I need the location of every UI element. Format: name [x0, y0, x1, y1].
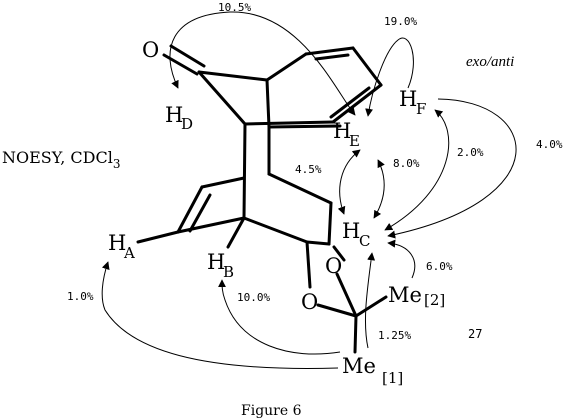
- hf-subscript: F: [416, 100, 426, 118]
- hb-h: H: [207, 250, 225, 274]
- arrow-d-to-e: [169, 11, 356, 116]
- arrow-me2-to-c: [387, 239, 416, 279]
- arrow-f-to-c-a: [384, 109, 450, 231]
- arrow-me1-to-c: [364, 252, 376, 349]
- noe-me1-to-a: 1.0%: [67, 290, 94, 303]
- arrow-e-to-c-right: [373, 159, 385, 219]
- label-he: H E: [333, 119, 360, 150]
- label-hf: H F: [399, 87, 426, 118]
- ha-h: H: [108, 231, 126, 255]
- hf-h: H: [399, 87, 417, 111]
- solvent-text: NOESY, CDCl: [2, 148, 113, 167]
- molecule-bonds: [136, 44, 388, 354]
- noe-f-to-c-a: 2.0%: [457, 146, 484, 159]
- label-hc: H C: [342, 219, 370, 250]
- arrow-me1-to-a: [101, 261, 339, 369]
- noe-arrows: [101, 11, 517, 369]
- bond-acetal-me1: [353, 314, 358, 354]
- arrow-f-to-c-b: [387, 98, 517, 239]
- bond-diene-c-double: [329, 86, 371, 119]
- bond-to-ha: [136, 230, 180, 244]
- carbonyl-bond-2: [169, 44, 206, 68]
- me2-tag: [2]: [424, 291, 445, 309]
- stereo-label: exo/anti: [466, 54, 514, 70]
- label-hb: H B: [207, 250, 234, 281]
- bond-to-hb: [226, 216, 246, 249]
- bond-ha-carbon: [176, 216, 246, 234]
- bond-o-acetal: [335, 272, 358, 318]
- bond-c-o-bridge: [197, 70, 269, 82]
- bond-bridge-down: [265, 78, 271, 129]
- hb-subscript: B: [223, 263, 234, 281]
- bond-lower-bottom: [242, 216, 309, 244]
- bond-acetal-me2: [354, 295, 388, 318]
- bond-to-hc: [267, 172, 333, 205]
- figure-caption: Figure 6: [241, 403, 302, 419]
- noe-me2-to-c: 6.0%: [426, 260, 453, 273]
- he-h: H: [333, 119, 351, 143]
- hc-h: H: [342, 219, 360, 243]
- noe-d-to-e: 10.5%: [218, 1, 251, 14]
- bond-hc-o-upper: [332, 245, 346, 262]
- bond-alkene-outer: [176, 185, 204, 234]
- noe-me1-to-c: 1.25%: [378, 329, 411, 342]
- bond-vertical-left: [242, 122, 247, 220]
- arrow-e-to-c-left: [337, 149, 361, 215]
- bond-diene-a: [304, 46, 355, 56]
- ring-oxygen-lower: O: [301, 290, 318, 314]
- bond-hc-down: [327, 201, 333, 246]
- me1-text: Me: [342, 354, 376, 378]
- bond-lower-join: [305, 240, 331, 246]
- bond-lower-top: [200, 176, 246, 189]
- label-ha: H A: [108, 231, 135, 262]
- noe-me1-to-b: 10.0%: [237, 291, 270, 304]
- compound-number: 27: [468, 327, 482, 341]
- noe-e-to-c-a: 4.5%: [295, 163, 322, 176]
- label-me2: Me [2]: [388, 283, 445, 309]
- he-subscript: E: [349, 132, 360, 150]
- hc-subscript: C: [359, 232, 370, 250]
- arrow-me1-to-b: [218, 279, 341, 355]
- ring-oxygen-upper: O: [325, 254, 342, 278]
- ketone-oxygen: O: [142, 38, 159, 62]
- bond-co-hd: [197, 70, 247, 126]
- noe-f-to-c-b: 4.0%: [536, 138, 563, 151]
- hd-subscript: D: [181, 115, 193, 133]
- solvent-subscript: 3: [113, 157, 121, 171]
- bond-o2-acetal: [316, 303, 358, 318]
- solvent-label: NOESY, CDCl3: [2, 148, 121, 171]
- bond-he-hd: [243, 120, 335, 126]
- hd-h: H: [165, 103, 183, 127]
- bond-bridge-diene1: [265, 52, 308, 82]
- bond-diene-a-double: [314, 53, 350, 61]
- ha-subscript: A: [123, 244, 135, 262]
- bond-to-o-lower: [305, 240, 312, 289]
- me2-text: Me: [388, 283, 422, 307]
- arrow-f-to-e: [365, 37, 414, 117]
- bond-alkene-inner: [188, 193, 212, 233]
- bond-diene-b: [351, 46, 383, 87]
- me1-tag: [1]: [382, 369, 403, 387]
- bond-bridge-right: [267, 124, 342, 129]
- noe-f-self: 19.0%: [384, 15, 417, 28]
- label-me1: Me [1]: [342, 354, 403, 387]
- noe-e-to-c-b: 8.0%: [393, 157, 420, 170]
- label-hd: H D: [165, 103, 193, 133]
